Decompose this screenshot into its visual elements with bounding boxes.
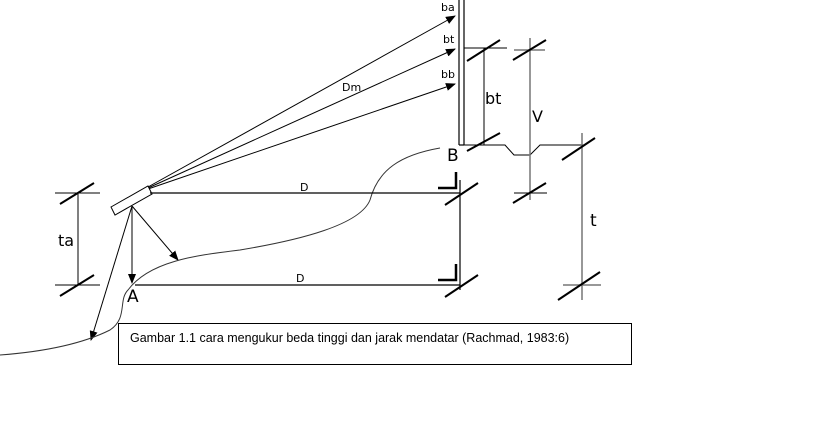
label-d-upper: D <box>300 181 309 194</box>
label-point-b: B <box>447 146 459 166</box>
ground-step <box>464 144 585 156</box>
bt-dimension <box>464 39 507 152</box>
horizontal-distance-lines <box>135 180 461 290</box>
t-dimension <box>557 133 601 301</box>
ta-dimension <box>55 182 100 297</box>
leveling-rod <box>458 0 465 146</box>
sight-lines <box>147 15 456 190</box>
label-bt-dimension: bt <box>485 89 502 108</box>
figure-caption-box: Gambar 1.1 cara mengukur beda tinggi dan… <box>118 323 632 365</box>
label-bt-rod: bt <box>443 33 455 46</box>
label-point-a: A <box>127 287 139 307</box>
right-angle-markers <box>438 172 458 282</box>
label-v: V <box>532 107 543 126</box>
sight-line-bt <box>147 48 456 189</box>
sight-line-ba <box>147 15 456 188</box>
d-line-ticks <box>444 182 479 298</box>
label-dm: Dm <box>342 81 362 94</box>
ground-profile <box>0 147 441 356</box>
label-ta: ta <box>58 231 75 250</box>
plumb-lines <box>89 205 179 341</box>
figure-caption: Gambar 1.1 cara mengukur beda tinggi dan… <box>130 331 570 345</box>
sight-line-bb <box>147 83 456 190</box>
label-ba: ba <box>441 1 455 14</box>
instrument-icon <box>110 185 153 216</box>
label-d-lower: D <box>296 272 305 285</box>
v-dimension <box>512 38 547 204</box>
label-bb: bb <box>441 68 455 81</box>
label-t: t <box>590 211 597 231</box>
